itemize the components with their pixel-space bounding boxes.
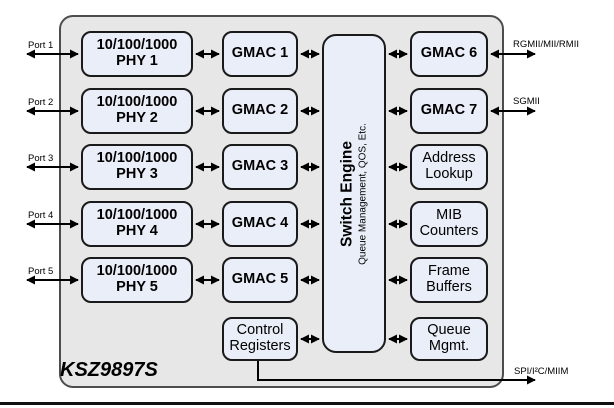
phy2-line2: PHY 2 xyxy=(116,110,158,126)
phy5-block: 10/100/1000 PHY 5 xyxy=(81,257,193,303)
frame-buffers-line1: Frame xyxy=(428,263,470,280)
gmac7-block: GMAC 7 xyxy=(410,88,488,134)
phy2-line1: 10/100/1000 xyxy=(96,94,178,111)
queue-mgmt-line2: Mgmt. xyxy=(428,338,470,354)
address-lookup-line1: Address xyxy=(422,150,476,167)
gmac5-block: GMAC 5 xyxy=(222,257,298,303)
phy1-line2: PHY 1 xyxy=(116,53,158,69)
gmac7-label: GMAC 7 xyxy=(420,102,478,119)
gmac2-block: GMAC 2 xyxy=(222,88,298,134)
gmac1-label: GMAC 1 xyxy=(231,45,289,62)
gmac6-block: GMAC 6 xyxy=(410,31,488,77)
phy3-block: 10/100/1000 PHY 3 xyxy=(81,144,193,190)
phy4-line1: 10/100/1000 xyxy=(96,207,178,224)
control-registers-line1: Control xyxy=(236,322,284,339)
gmac4-label: GMAC 4 xyxy=(231,215,289,232)
switch-engine-block: Switch Engine Queue Management, QOS, Etc… xyxy=(322,34,386,353)
address-lookup-line2: Lookup xyxy=(425,166,473,182)
port-label-1: Port 1 xyxy=(28,40,54,51)
bottom-rule xyxy=(0,402,614,405)
mib-counters-line1: MIB xyxy=(436,207,462,224)
gmac3-label: GMAC 3 xyxy=(231,158,289,175)
address-lookup-block: Address Lookup xyxy=(410,144,488,190)
sgmii-label: SGMII xyxy=(513,96,540,107)
gmac3-block: GMAC 3 xyxy=(222,144,298,190)
switch-engine-rotated-text: Switch Engine Queue Management, QOS, Etc… xyxy=(339,123,370,265)
gmac6-label: GMAC 6 xyxy=(420,45,478,62)
phy1-block: 10/100/1000 PHY 1 xyxy=(81,31,193,77)
phy5-line1: 10/100/1000 xyxy=(96,263,178,280)
switch-engine-title: Switch Engine xyxy=(338,140,356,247)
control-registers-block: Control Registers xyxy=(222,317,298,361)
port-label-3: Port 3 xyxy=(28,153,54,164)
frame-buffers-line2: Buffers xyxy=(426,279,472,295)
queue-mgmt-block: Queue Mgmt. xyxy=(410,317,488,361)
switch-engine-subtitle: Queue Management, QOS, Etc. xyxy=(357,122,369,265)
port-label-4: Port 4 xyxy=(28,210,54,221)
chip-name-label: KSZ9897S xyxy=(60,359,158,381)
frame-buffers-block: Frame Buffers xyxy=(410,257,488,303)
port-label-2: Port 2 xyxy=(28,97,54,108)
spi-label: SPI/I²C/MIIM xyxy=(514,366,569,377)
mib-counters-block: MIB Counters xyxy=(410,201,488,247)
gmac5-label: GMAC 5 xyxy=(231,271,289,288)
phy5-line2: PHY 5 xyxy=(116,279,158,295)
rgmii-label: RGMII/MII/RMII xyxy=(513,39,579,50)
phy4-line2: PHY 4 xyxy=(116,223,158,239)
phy2-block: 10/100/1000 PHY 2 xyxy=(81,88,193,134)
gmac4-block: GMAC 4 xyxy=(222,201,298,247)
phy4-block: 10/100/1000 PHY 4 xyxy=(81,201,193,247)
phy3-line1: 10/100/1000 xyxy=(96,150,178,167)
port-label-5: Port 5 xyxy=(28,266,54,277)
gmac1-block: GMAC 1 xyxy=(222,31,298,77)
mib-counters-line2: Counters xyxy=(419,223,479,239)
phy3-line2: PHY 3 xyxy=(116,166,158,182)
queue-mgmt-line1: Queue xyxy=(427,322,471,339)
phy1-line1: 10/100/1000 xyxy=(96,37,178,54)
gmac2-label: GMAC 2 xyxy=(231,102,289,119)
control-registers-line2: Registers xyxy=(229,338,291,354)
